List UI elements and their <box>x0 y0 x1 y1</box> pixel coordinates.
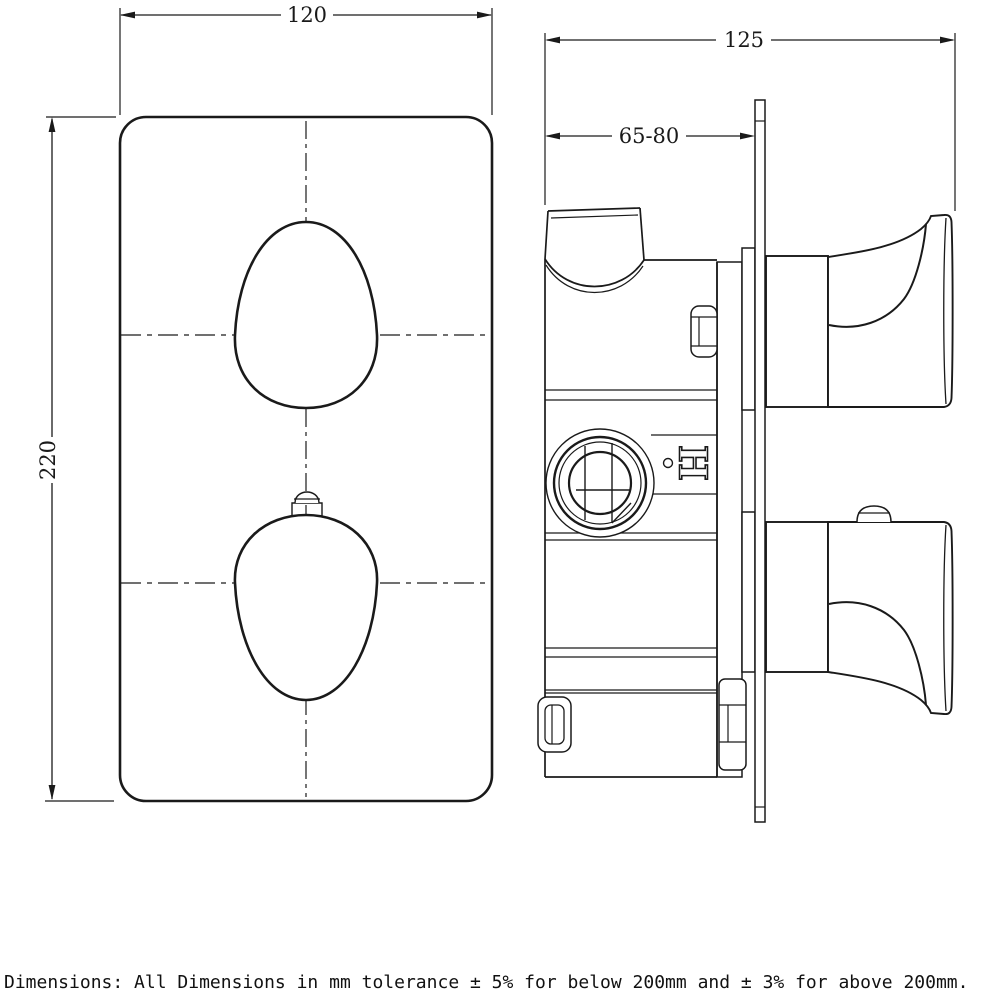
arrowhead <box>740 132 755 140</box>
arrowhead <box>48 117 56 132</box>
dimension-label-width: 120 <box>287 3 327 27</box>
handle-scoop-curve <box>828 223 927 328</box>
hot-marking: H <box>671 445 716 481</box>
handle-base <box>765 521 829 673</box>
port-chord <box>611 502 632 524</box>
hex-fitting-lower-right <box>718 678 747 771</box>
handle-rim-line <box>943 524 947 712</box>
dimension-front-width: 120 <box>119 3 493 115</box>
hex-fitting-lower-left <box>537 696 572 753</box>
handle-base <box>765 255 829 408</box>
dimension-front-height: 220 <box>36 116 116 802</box>
flange-upper <box>741 247 756 411</box>
handle-scoop-curve <box>828 601 927 706</box>
inlet-boss <box>544 207 645 294</box>
boss-saddle <box>544 258 645 288</box>
arrowhead <box>477 11 492 19</box>
handle-knob <box>827 521 954 716</box>
wall-plate <box>754 99 766 823</box>
handle-rim-line <box>943 217 947 405</box>
boss-top <box>547 207 641 212</box>
indicator-dot <box>662 457 674 469</box>
arrowhead <box>545 36 560 44</box>
dimension-label-depth: 125 <box>724 28 764 52</box>
boss-right <box>639 207 645 261</box>
dimension-side-depth: 125 <box>544 28 956 211</box>
dimension-label-wall-range: 65-80 <box>619 124 680 148</box>
tolerance-note: Dimensions: All Dimensions in mm toleran… <box>4 972 969 993</box>
flange-lower <box>741 511 756 673</box>
dimension-wall-range: 65-80 <box>545 124 755 148</box>
handle-upper <box>765 213 954 408</box>
body-panel-lines <box>545 389 717 694</box>
boss-saddle-inner <box>545 264 644 294</box>
tab-dome <box>294 491 320 504</box>
hex-outline <box>690 305 718 358</box>
arrowhead <box>545 132 560 140</box>
lower-knob <box>233 513 379 702</box>
valve-body: H <box>537 207 747 778</box>
valve-port <box>545 428 655 538</box>
side-view: H <box>537 99 954 823</box>
hex-fitting-upper <box>690 305 718 358</box>
upper-knob <box>233 220 379 410</box>
handle-knob <box>827 213 954 408</box>
temperature-button <box>856 505 892 523</box>
boss-left <box>544 210 549 260</box>
hex-outline <box>718 678 747 771</box>
front-view <box>118 115 494 803</box>
hex-inner <box>544 704 565 745</box>
lower-knob-indicator-tab <box>291 491 323 517</box>
arrowhead <box>940 36 955 44</box>
arrowhead <box>120 11 135 19</box>
wall-plate-outline <box>754 99 766 823</box>
dimension-label-height: 220 <box>36 440 60 480</box>
port-bore <box>567 450 633 516</box>
boss-top-inner <box>550 214 639 219</box>
arrowhead <box>48 785 56 800</box>
handle-lower <box>765 505 954 716</box>
